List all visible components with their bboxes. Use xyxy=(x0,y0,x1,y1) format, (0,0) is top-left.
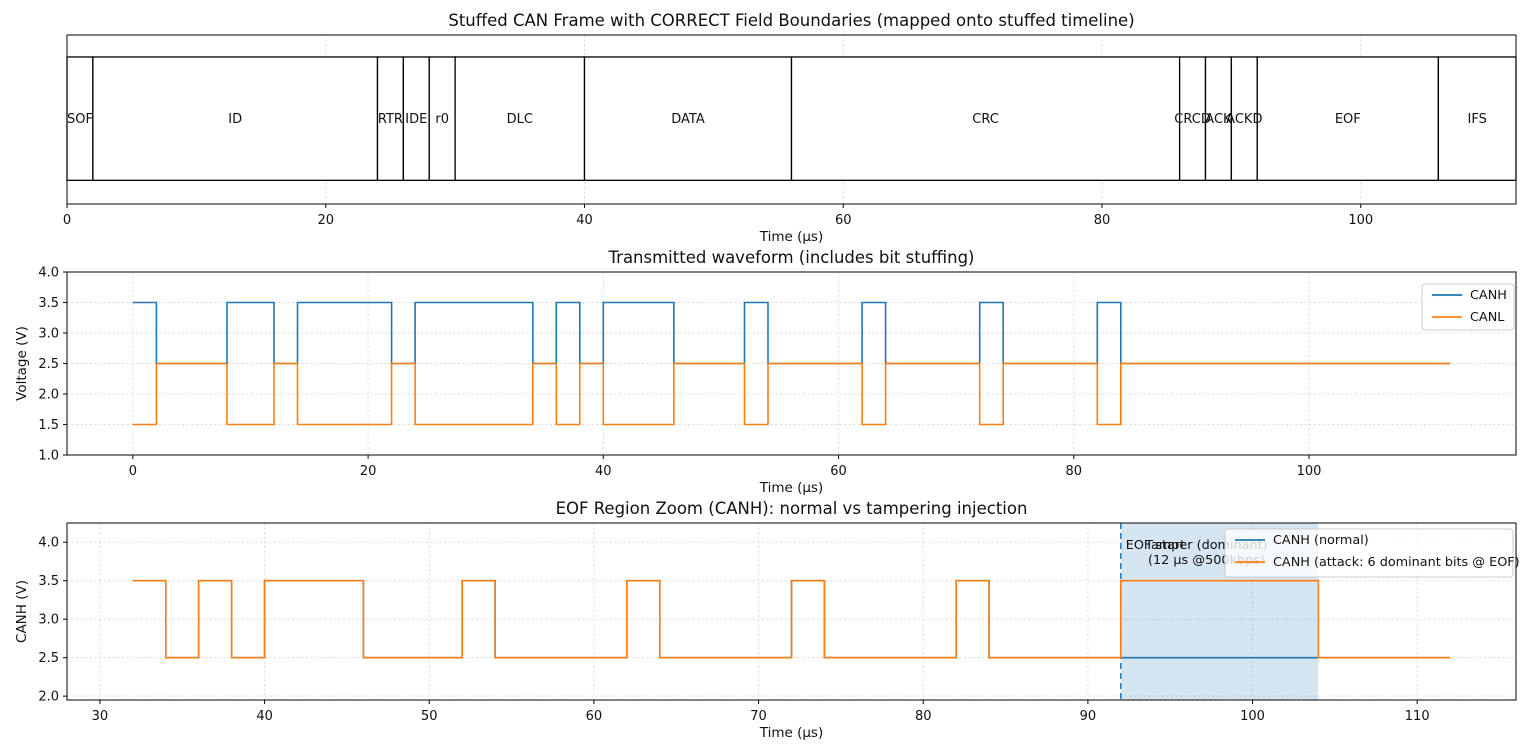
x-tick-label: 40 xyxy=(595,464,612,479)
y-tick-label: 2.0 xyxy=(38,690,59,705)
legend-entry-label: CANH xyxy=(1470,288,1507,303)
panel-2-y-axis-label: CANH (V) xyxy=(14,580,30,643)
canl-line xyxy=(132,362,1451,426)
panel-2-title: EOF Region Zoom (CANH): normal vs tamper… xyxy=(556,499,1028,518)
y-tick-label: 2.5 xyxy=(38,651,59,666)
x-tick-label: 80 xyxy=(915,709,932,724)
field-box-sof xyxy=(66,56,94,181)
x-tick-label: 100 xyxy=(1297,464,1322,479)
panel-1-title: Transmitted waveform (includes bit stuff… xyxy=(608,248,975,267)
field-label-rtr: RTR xyxy=(378,112,403,127)
y-tick-label: 4.0 xyxy=(38,536,59,551)
x-tick-label: 100 xyxy=(1348,213,1373,228)
field-box-rtr xyxy=(376,56,405,181)
field-label-sof: SOF xyxy=(67,112,93,127)
panel-0-title: Stuffed CAN Frame with CORRECT Field Bou… xyxy=(448,11,1134,30)
panel-0-x-axis-label: Time (µs) xyxy=(759,229,824,245)
x-tick-label: 30 xyxy=(92,709,109,724)
field-label-ackd: ACKD xyxy=(1226,112,1262,127)
panel-2-x-axis-label: Time (µs) xyxy=(759,725,824,741)
x-tick-label: 20 xyxy=(317,213,334,228)
canh-attack-line xyxy=(132,579,1451,659)
field-box-id xyxy=(92,56,379,181)
x-tick-label: 60 xyxy=(586,709,603,724)
field-box-ide xyxy=(402,56,430,181)
x-tick-label: 0 xyxy=(63,213,71,228)
y-tick-label: 3.0 xyxy=(38,327,59,342)
y-tick-label: 1.5 xyxy=(38,418,59,433)
field-label-crcd: CRCD xyxy=(1174,112,1211,127)
y-tick-label: 1.0 xyxy=(38,449,59,464)
field-label-ack: ACK xyxy=(1205,112,1232,127)
y-tick-label: 2.0 xyxy=(38,388,59,403)
panel-1-y-axis-label: Voltage (V) xyxy=(14,326,30,401)
field-label-crc: CRC xyxy=(972,112,999,127)
y-tick-label: 4.0 xyxy=(38,266,59,281)
field-box-ackd xyxy=(1230,56,1258,181)
y-tick-label: 3.0 xyxy=(38,613,59,628)
panel-2-axes xyxy=(67,523,1516,700)
field-label-ide: IDE xyxy=(405,112,427,127)
field-label-dlc: DLC xyxy=(507,112,533,127)
panel-2-legend: CANH (normal) CANH (attack: 6 dominant bi… xyxy=(1224,528,1520,578)
x-tick-label: 70 xyxy=(750,709,767,724)
panel-1-frame: 0 20 40 60 80 100 1.0 1.5 2.0 2.5 3.0 3.5 4.0 Transmi… xyxy=(14,248,1517,496)
x-tick-label: 60 xyxy=(835,213,852,228)
x-tick-label: 80 xyxy=(1094,213,1111,228)
x-tick-label: 90 xyxy=(1080,709,1097,724)
waveform-lines xyxy=(132,301,1451,426)
panel-2-frame: 30 40 50 60 70 80 90 100 110 2.0 2.5 3.0 3.5 4.0 EOF R… xyxy=(14,499,1517,741)
panel-1-x-axis-label: Time (µs) xyxy=(759,480,824,496)
field-box-dlc xyxy=(454,56,586,181)
field-box-ack xyxy=(1204,56,1233,181)
x-tick-label: 40 xyxy=(256,709,273,724)
x-tick-label: 20 xyxy=(360,464,377,479)
field-box-eof xyxy=(1256,56,1440,181)
y-tick-label: 3.5 xyxy=(38,574,59,589)
y-tick-label: 3.5 xyxy=(38,296,59,311)
legend-entry-label: CANH (attack: 6 dominant bits @ EOF) xyxy=(1273,555,1520,570)
field-box-data xyxy=(583,56,793,181)
field-label-id: ID xyxy=(228,112,242,127)
x-tick-label: 50 xyxy=(421,709,438,724)
x-tick-label: 110 xyxy=(1405,709,1430,724)
field-label-data: DATA xyxy=(671,112,705,127)
x-tick-label: 80 xyxy=(1065,464,1082,479)
panel-0-frame: 0 20 40 60 80 100 Stuffed CAN Frame with CORRE… xyxy=(63,11,1517,245)
axes-frame xyxy=(66,522,1517,701)
x-tick-label: 60 xyxy=(830,464,847,479)
x-tick-label: 0 xyxy=(129,464,137,479)
field-label-eof: EOF xyxy=(1335,112,1361,127)
x-tick-label: 40 xyxy=(576,213,593,228)
panel-1-legend: CANH CANL xyxy=(1421,283,1515,331)
legend-entry-label: CANL xyxy=(1470,310,1505,325)
axes-frame xyxy=(66,34,1517,205)
annotation-eof-start: EOF start xyxy=(1126,538,1185,553)
y-tick-label: 2.5 xyxy=(38,357,59,372)
field-box-ifs xyxy=(1437,56,1517,181)
field-label-r0: r0 xyxy=(435,112,449,127)
field-label-ifs: IFS xyxy=(1468,112,1487,127)
x-tick-label: 100 xyxy=(1240,709,1265,724)
legend-box xyxy=(1224,528,1514,578)
legend-entry-label: CANH (normal) xyxy=(1273,533,1369,548)
